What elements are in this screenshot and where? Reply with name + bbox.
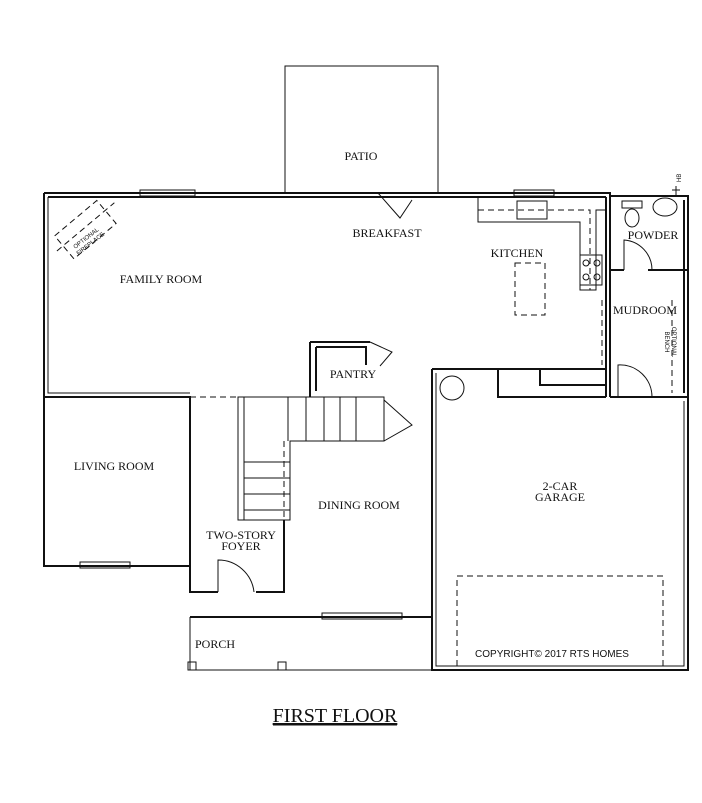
kitchen-counter (477, 197, 606, 291)
room-label-powder: POWDER (628, 228, 679, 242)
room-label-garage-2: GARAGE (535, 490, 585, 504)
window-living (79, 561, 131, 569)
room-label-porch: PORCH (195, 637, 235, 651)
burner-icon (593, 273, 601, 281)
plan-title: FIRST FLOOR (273, 705, 398, 727)
room-label-breakfast: BREAKFAST (352, 226, 422, 240)
room-label-living-room: LIVING ROOM (74, 459, 155, 473)
mudroom-door (617, 364, 653, 398)
family-left-wall (47, 197, 190, 394)
copyright-text: COPYRIGHT© 2017 RTS HOMES (475, 649, 629, 660)
garage-walls (431, 368, 689, 671)
room-label-dining-room: DINING ROOM (318, 498, 400, 512)
closet-door (383, 399, 413, 442)
room-label-family-room: FAMILY ROOM (120, 272, 203, 286)
room-label-mudroom: MUDROOM (613, 303, 677, 317)
fireplace-icon (53, 199, 117, 260)
porch-post (187, 661, 197, 671)
room-label-foyer-2: FOYER (221, 539, 260, 553)
garage-inner-wall (435, 373, 685, 667)
window-dining (321, 612, 403, 620)
room-label-garage-1: 2-CAR (543, 479, 578, 493)
room-label-foyer-1: TWO-STORY (206, 528, 276, 542)
kitchen-cabinets (478, 209, 591, 290)
note-hose-bib: HB (677, 174, 683, 182)
sink-icon (652, 197, 678, 217)
note-bench-1: OPTIONAL (670, 327, 676, 358)
burner-icon (593, 259, 601, 267)
toilet-icon (624, 208, 640, 228)
note-bench-2: BENCH (663, 331, 669, 352)
window-kitchen (513, 189, 555, 197)
cooktop-icon (579, 254, 603, 286)
porch-post (277, 661, 287, 671)
foyer-walls (189, 369, 433, 618)
room-label-patio: PATIO (345, 149, 378, 163)
powder-door (623, 239, 653, 271)
toilet-tank-icon (621, 200, 643, 209)
window-family (139, 189, 196, 197)
patio-door (377, 192, 413, 219)
kitchen-island (514, 262, 546, 316)
exterior-wall (43, 192, 611, 397)
kitchen-sink-icon (516, 200, 548, 220)
hose-bib-icon (672, 186, 680, 196)
garage-door (456, 575, 664, 671)
kitchen-lower-wall (497, 368, 606, 398)
water-heater-icon (439, 375, 465, 401)
burner-icon (582, 259, 590, 267)
room-label-kitchen: KITCHEN (491, 246, 544, 260)
stair-treads (243, 397, 357, 520)
burner-icon (582, 273, 590, 281)
living-room-walls (43, 396, 191, 567)
pantry-walls (309, 341, 370, 397)
patio-outline (284, 65, 439, 194)
front-door (217, 559, 255, 593)
room-label-pantry: PANTRY (330, 367, 377, 381)
pantry-door (369, 341, 393, 367)
powder-mudroom-walls (605, 195, 689, 398)
